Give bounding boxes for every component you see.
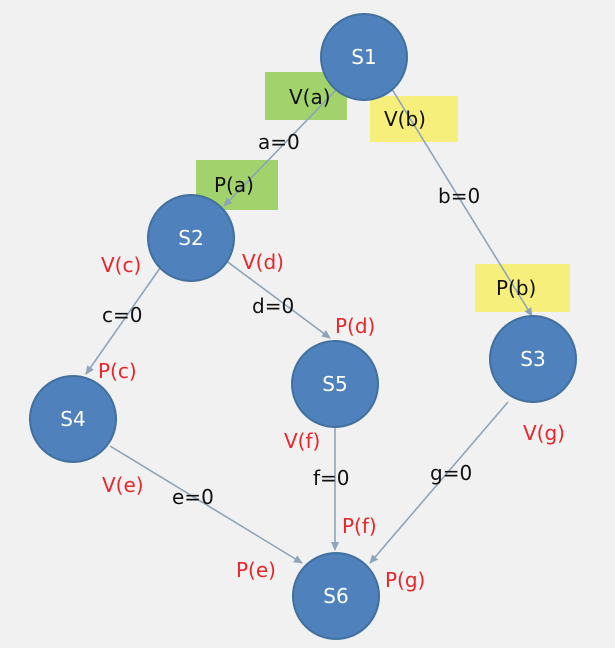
op-pf: P(f) xyxy=(342,514,377,538)
node-s1-label: S1 xyxy=(351,45,376,69)
node-s2-label: S2 xyxy=(178,226,203,250)
vb-highlight xyxy=(370,96,458,142)
node-s6: S6 xyxy=(292,552,380,640)
pb-highlight xyxy=(475,264,570,312)
op-vd: V(d) xyxy=(242,250,284,274)
op-vg: V(g) xyxy=(523,421,565,445)
edge-s2-s4 xyxy=(85,267,161,375)
node-s2: S2 xyxy=(147,194,235,282)
edge-label-b: b=0 xyxy=(438,184,480,208)
op-vc: V(c) xyxy=(101,253,141,277)
op-va: V(a) xyxy=(289,85,331,109)
edge-label-d: d=0 xyxy=(252,294,294,318)
node-s3: S3 xyxy=(489,315,577,403)
node-s4: S4 xyxy=(29,375,117,463)
op-ve: V(e) xyxy=(102,473,144,497)
node-s5-label: S5 xyxy=(322,372,347,396)
op-pg: P(g) xyxy=(385,568,425,592)
node-s1: S1 xyxy=(320,13,408,101)
edge-label-e: e=0 xyxy=(172,485,214,509)
node-s4-label: S4 xyxy=(60,407,85,431)
edge-s2-s5 xyxy=(224,259,331,339)
op-pc: P(c) xyxy=(98,359,137,383)
node-s5: S5 xyxy=(291,340,379,428)
op-pb: P(b) xyxy=(496,276,536,300)
op-pe: P(e) xyxy=(236,558,276,582)
edge-label-c: c=0 xyxy=(102,303,142,327)
edge-s1-s3 xyxy=(389,85,533,317)
edge-s3-s6 xyxy=(369,401,509,564)
edge-s1-s2 xyxy=(223,85,341,207)
node-s3-label: S3 xyxy=(520,347,545,371)
op-vf: V(f) xyxy=(284,429,320,453)
op-pd: P(d) xyxy=(335,314,375,338)
edge-label-g: g=0 xyxy=(430,461,472,485)
op-pa: P(a) xyxy=(214,173,254,197)
op-vb: V(b) xyxy=(384,107,426,131)
node-s6-label: S6 xyxy=(323,584,348,608)
edge-label-f: f=0 xyxy=(313,466,350,490)
edge-s4-s6 xyxy=(109,445,303,564)
edge-label-a: a=0 xyxy=(258,130,300,154)
